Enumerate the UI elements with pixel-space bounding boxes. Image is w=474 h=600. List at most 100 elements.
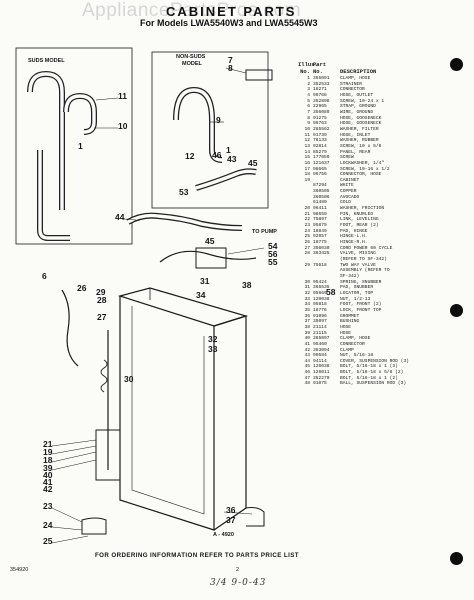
suds-gooseneck-hose-1-inner <box>28 72 64 210</box>
row-part-number: 96756 <box>313 172 327 178</box>
row-illus-number: 34 <box>304 302 310 308</box>
callout-number: 44 <box>115 212 125 222</box>
row-description: HINGE-R.H. <box>340 240 368 246</box>
row-description: BOLT, 5/16-18 x 5/8 (2) <box>340 370 404 376</box>
row-description: STRAINER <box>340 81 363 87</box>
row-part-number: 356030 <box>313 245 330 251</box>
row-part-number: 21114 <box>313 324 327 330</box>
row-part-number: 121637 <box>313 160 330 166</box>
row-description: PIN, KNURLED <box>340 211 374 217</box>
table-row: ASSEMBLY (REFER TO <box>298 268 438 274</box>
row-part-number: 95818 <box>313 302 327 308</box>
callout-number: 19 <box>43 447 53 457</box>
row-part-number: 21115 <box>313 330 327 336</box>
header-illus: Illus. <box>298 61 318 68</box>
row-part-number: 91739 <box>313 132 327 138</box>
row-description: HINGE-L.H. <box>340 234 368 240</box>
row-part-number: 16271 <box>313 87 327 93</box>
callout-number: 45 <box>248 158 258 168</box>
callout-number: 55 <box>268 257 278 267</box>
header-part-no: No. <box>313 67 323 75</box>
motor-mount <box>95 429 121 481</box>
callout-number: 46 <box>212 150 222 160</box>
row-illus-number: 22 <box>304 217 310 223</box>
row-part-number: 96766 <box>313 92 327 98</box>
row-illus-number: 15 <box>304 155 310 161</box>
row-illus-number: 11 <box>304 132 310 138</box>
row-description: WASHER, FRICTION <box>340 206 385 212</box>
row-part-number: 177059 <box>313 155 330 161</box>
row-part-number: 91075 <box>313 381 327 387</box>
row-description: HOSE, GOOSENECK <box>340 121 382 127</box>
row-description: BOLT, 5/16-18 x 1 (3) <box>340 364 398 370</box>
handwritten-note: 3/4 9-0-43 <box>210 578 267 588</box>
cabinet-front-right <box>213 315 247 531</box>
row-description: PAD, SNUBBER <box>340 285 374 291</box>
row-illus-number: 24 <box>304 228 310 234</box>
row-illus-number: 28 <box>304 251 310 257</box>
callout-number: 54 <box>268 241 278 251</box>
callout-number: 37 <box>226 515 236 525</box>
row-part-number: 75618 <box>313 262 327 268</box>
row-illus-number: 7 <box>307 109 310 115</box>
watermark: AppliancePartsPros.com <box>82 0 302 21</box>
row-description: (REFER TO SF-342) <box>340 257 387 262</box>
to-pump-label: TO PUMP <box>252 229 277 235</box>
callout-number: 38 <box>242 280 252 290</box>
row-part-number: 87294 <box>313 183 327 189</box>
row-description: WASHER, FILTER <box>340 126 379 132</box>
callout-number: 31 <box>200 276 210 286</box>
suds-lower-hose <box>37 150 70 241</box>
row-illus-number: 14 <box>304 149 310 155</box>
header-description: DESCRIPTION <box>340 67 377 75</box>
row-illus-number: 33 <box>304 296 310 302</box>
to-pump-hose-inner <box>127 213 243 230</box>
row-description: NUT, 5/16-18 <box>340 353 374 359</box>
row-description: GROMMET <box>340 313 360 319</box>
callout-number: 53 <box>179 187 189 197</box>
callout-number: 1 <box>78 141 83 151</box>
row-part-number: 91096 <box>313 313 327 319</box>
suds-model-label: SUDS MODEL <box>28 58 65 64</box>
callout-number: 40 <box>43 470 53 480</box>
row-description: STRAP, GROUND <box>340 104 376 110</box>
cabinet-inner-panel <box>131 306 205 515</box>
row-part-number: 96411 <box>313 206 327 212</box>
row-description: FOOT, REAR (2) <box>340 223 379 229</box>
page-title: CABINET PARTS <box>166 4 297 19</box>
row-illus-number: 40 <box>304 336 310 342</box>
row-description: PANEL, REAR <box>340 149 371 155</box>
row-part-number: 75897 <box>313 217 327 223</box>
mixing-valve <box>195 247 227 269</box>
row-illus-number: 31 <box>304 285 310 291</box>
row-description: WHITE <box>340 183 354 189</box>
suds-model-box <box>15 47 133 245</box>
non-suds-model-box <box>151 51 269 209</box>
row-part-number: 352898 <box>313 98 330 104</box>
row-illus-number: 17 <box>304 166 310 172</box>
callout-number: 8 <box>228 63 233 73</box>
row-part-number: 356089 <box>313 109 330 115</box>
row-part-number: 92057 <box>313 234 327 240</box>
row-illus-number: 36 <box>304 313 310 319</box>
